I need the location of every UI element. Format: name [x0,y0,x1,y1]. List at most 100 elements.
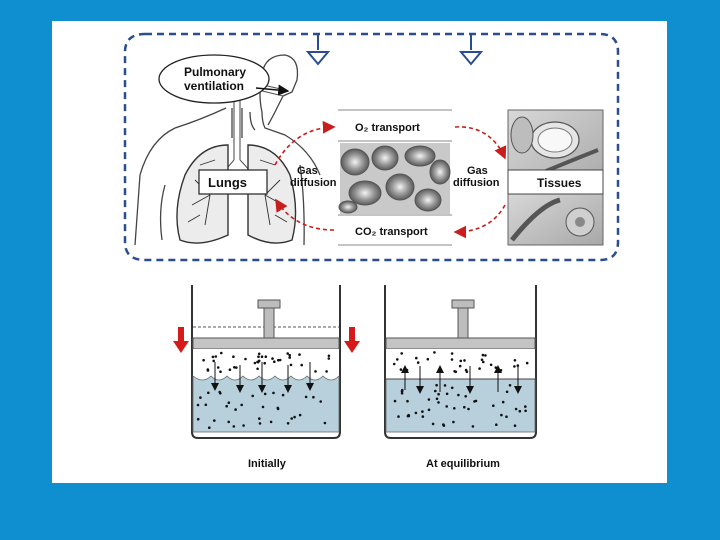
ventilation-arrow [255,84,290,96]
dissolved-particle [400,392,404,395]
dissolved-particle [276,407,280,411]
dissolved-particle [443,384,447,387]
dissolved-particle [431,422,435,426]
gas-particle [235,366,238,369]
dissolved-particle [290,417,294,420]
dissolved-particle [269,420,273,424]
arrow-tissues-to-co2 [453,204,506,239]
lungs-label-box [198,169,268,195]
pulmonary-ventilation-line2: ventilation [184,79,244,93]
dissolved-particle [258,422,262,425]
dissolved-particle [500,413,503,417]
dissolved-particle [196,417,200,421]
dissolved-particle [196,403,200,407]
gas-particle [300,363,304,367]
gas-particle [426,357,430,361]
dissolved-particle [471,425,475,428]
dissolved-particle [452,420,455,424]
dissolved-particle [232,425,236,428]
dissolved-particle [204,403,208,407]
gas-particle [416,361,420,364]
dissolved-particle [263,392,267,396]
gas-particle [211,355,215,359]
gas-particle [244,357,247,361]
gas-particle [463,359,466,362]
gas-particle [278,358,282,362]
blood-transport-panel: O₂ transport CO₂ transport [338,109,452,246]
ground-symbol-left [305,35,331,66]
dashed-loop-border [123,32,620,262]
dissolved-particle [281,393,285,397]
gas-particle [220,351,223,355]
dissolved-particle [323,421,327,425]
dissolved-particle [227,420,230,424]
gas-particle [253,361,257,365]
dissolved-particle [437,401,440,404]
gas-particle [396,358,399,361]
dissolved-particle [272,391,275,395]
dissolved-particle [492,404,495,408]
dissolved-particle [464,395,468,398]
dissolved-particle [505,415,508,419]
gas-particle [450,358,454,361]
dissolved-particle [453,407,456,410]
dissolved-particle [414,411,418,415]
pulmonary-ventilation-bubble [158,54,270,104]
tissues-label: Tissues [537,176,582,190]
dissolved-particle [457,393,460,397]
dissolved-particle [463,405,466,409]
gas-particle [273,360,276,364]
dissolved-particle [234,408,237,411]
red-blood-cells-image [338,143,451,214]
gas-particle [450,352,454,355]
dissolved-particle [240,403,243,407]
dissolved-particle [513,424,517,428]
gas-particle [257,352,261,356]
dissolved-particle [421,410,424,413]
gas-particle [465,370,469,374]
o2-transport-label: O₂ transport [355,122,420,134]
dissolved-particle [450,386,454,390]
gas-particle [325,370,328,373]
dissolved-particle [442,423,445,426]
gas-particle [288,353,292,357]
dissolved-particle [218,390,221,394]
gas-particle [459,359,463,363]
dissolved-particle [427,398,431,401]
arrow-o2-to-tissues [454,126,507,160]
tissues-label-box [507,169,604,195]
gas-particle [212,359,215,363]
gas-particle [327,354,331,358]
gas-particle [314,370,317,373]
respiration-diagram: Lungs Pulmonary ventilation Gas diffusio… [123,32,620,262]
gas-particle [513,359,517,362]
dissolved-particle [427,408,431,412]
dissolved-particle [304,395,308,399]
dissolved-particle [434,389,437,393]
tissues-panel: Tissues [507,109,604,246]
dissolved-particle [421,415,425,418]
dissolved-particle [495,423,498,427]
dissolved-particle [437,392,440,396]
lungs-label: Lungs [208,175,247,190]
gas-particle [219,370,222,374]
gas-particle [392,362,396,366]
dissolved-particle [298,413,302,417]
dissolved-particle [514,407,518,411]
slide-canvas [52,21,667,483]
dissolved-particle [225,404,228,408]
co2-transport-label: CO₂ transport [355,226,428,238]
gas-particle [202,358,205,362]
gas-particle [277,358,280,362]
gas-particle [214,355,218,358]
gas-particle [289,363,293,367]
gas-particle [256,367,259,371]
gas-particle [484,354,487,357]
dissolved-particle [435,397,439,401]
gas-particle [257,355,260,359]
gas-particle [513,365,516,368]
gas-particle [286,352,290,355]
gas-particle [271,357,274,360]
gas-particle [233,366,236,369]
gas-diffusion-right-line2: diffusion [453,177,500,189]
